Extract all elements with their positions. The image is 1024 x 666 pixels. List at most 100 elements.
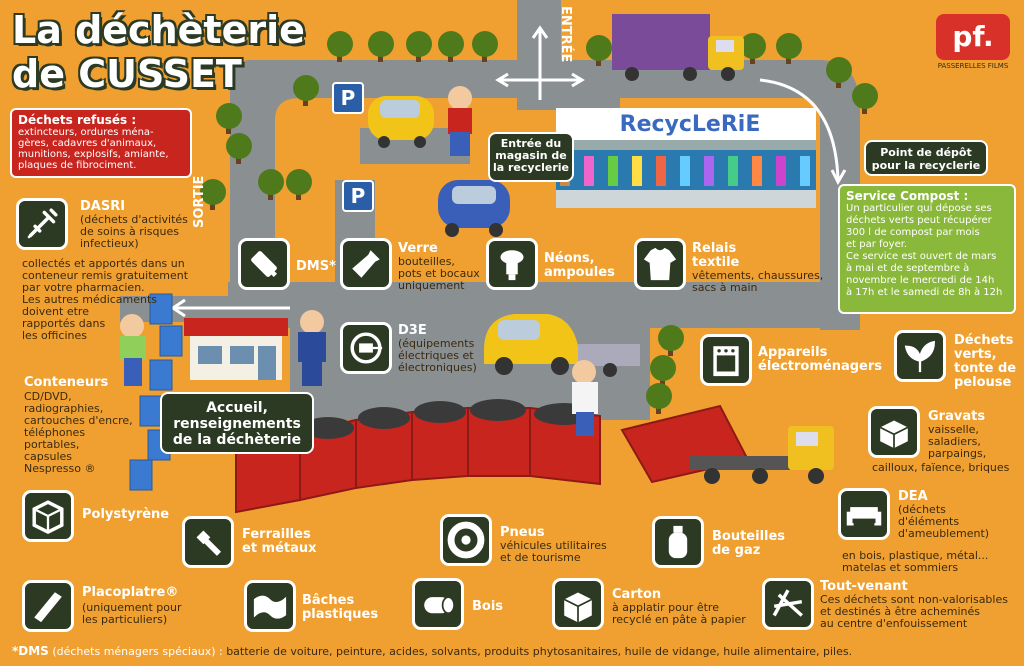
leaf-icon bbox=[894, 330, 946, 382]
accueil-line: renseignements bbox=[173, 416, 301, 432]
refused-line: extincteurs, ordures ména- bbox=[18, 127, 154, 138]
log-icon bbox=[412, 578, 464, 630]
d3e-sub: électroniques) bbox=[398, 361, 477, 374]
bottle-icon bbox=[340, 238, 392, 290]
gravats-sub: vaisselle, bbox=[928, 423, 979, 436]
compost-line: à 17h et le samedi de 8h à 12h bbox=[846, 287, 1003, 298]
sofa-icon bbox=[838, 488, 890, 540]
placoplatre-label: Placoplatre® bbox=[82, 585, 179, 600]
recyclerie-entry-box: Entrée du magasin de la recyclerie bbox=[488, 132, 574, 182]
dasri-note: rapportés dans bbox=[22, 317, 106, 330]
dropoff-line: Point de dépôt bbox=[880, 146, 972, 159]
tarp-icon bbox=[244, 580, 296, 632]
dasri-title: DASRI bbox=[80, 199, 126, 214]
conteneurs-sub: capsules bbox=[24, 450, 73, 463]
dropoff-box: Point de dépôt pour la recyclerie bbox=[864, 140, 988, 176]
dasri-sub: de soins à risques bbox=[80, 225, 179, 238]
dasri-sub: (déchets d'activités bbox=[80, 213, 188, 226]
dropoff-line: pour la recyclerie bbox=[871, 159, 981, 172]
accueil-line: Accueil, bbox=[206, 400, 268, 416]
car-with-trailer-illustration bbox=[484, 314, 640, 377]
appareils-label: Appareils bbox=[758, 345, 828, 360]
verre-sub: pots et bocaux bbox=[398, 267, 480, 280]
bricks-icon bbox=[868, 406, 920, 458]
trees bbox=[200, 31, 878, 414]
car-illustration bbox=[438, 180, 510, 237]
refused-waste-panel: Déchets refusés : extincteurs, ordures m… bbox=[10, 108, 192, 178]
dea-sub: d'éléments bbox=[898, 515, 960, 528]
pneus-sub: et de tourisme bbox=[500, 551, 581, 564]
entree-label: ENTRÉE bbox=[558, 6, 573, 63]
toutvenant-label: Tout-venant bbox=[820, 579, 908, 594]
textile-label: Relais bbox=[692, 241, 737, 256]
page-subtitle: de CUSSET bbox=[12, 52, 242, 96]
dea-sub: d'ameublement) bbox=[898, 527, 990, 540]
dasri-note: collectés et apportés dans un bbox=[22, 257, 185, 270]
sortie-label: SORTIE bbox=[192, 175, 207, 228]
footnote-text: batterie de voiture, peinture, acides, s… bbox=[226, 645, 853, 658]
conteneurs-sub: portables, bbox=[24, 438, 80, 451]
conteneurs-label: Conteneurs bbox=[24, 375, 109, 390]
refused-line: plaques de fibrociment. bbox=[18, 160, 137, 171]
dasri-note: Les autres médicaments bbox=[22, 293, 158, 306]
footnote-paren: (déchets ménagers spéciaux) : bbox=[52, 645, 223, 658]
truck-illustration bbox=[612, 14, 744, 81]
dasri-note: conteneur remis gratuitement bbox=[22, 269, 189, 282]
recyclerie-sign: RecycLeRiE bbox=[619, 112, 761, 137]
recyclerie-building bbox=[556, 108, 816, 208]
tire-icon bbox=[440, 514, 492, 566]
compost-line: novembre le mercredi de 14h bbox=[846, 275, 995, 286]
placoplatre-sub: les particuliers) bbox=[82, 613, 168, 626]
toutvenant-sub: Ces déchets sont non-valorisables bbox=[820, 593, 1008, 606]
d3e-label: D3E bbox=[398, 323, 427, 338]
logo-badge: pf. bbox=[936, 14, 1010, 60]
gaz-label: de gaz bbox=[712, 543, 761, 558]
compost-heading: Service Compost : bbox=[846, 189, 969, 203]
refused-line: munitions, explosifs, amiante, bbox=[18, 149, 169, 160]
logo-caption: PASSERELLES FILMS bbox=[937, 62, 1009, 70]
verre-label: Verre bbox=[398, 241, 438, 256]
dms-label: DMS* bbox=[296, 259, 336, 274]
syringe-icon bbox=[16, 198, 68, 250]
neons-label: ampoules bbox=[544, 265, 615, 280]
footnote: *DMS (déchets ménagers spéciaux) : batte… bbox=[12, 644, 1012, 659]
accueil-line: de la déchèterie bbox=[172, 432, 302, 448]
refused-line: gères, cadavres d'animaux, bbox=[18, 138, 157, 149]
pneus-sub: véhicules utilitaires bbox=[500, 539, 607, 552]
textile-sub: sacs à main bbox=[692, 281, 758, 294]
bois-label: Bois bbox=[472, 599, 504, 614]
gravats-label: Gravats bbox=[928, 409, 986, 424]
carton-sub: recyclé en pâte à papier bbox=[612, 613, 746, 626]
page-title: La déchèterie bbox=[12, 8, 305, 52]
gravats-sub: cailloux, faïence, briques bbox=[872, 461, 1010, 474]
plug-icon bbox=[340, 322, 392, 374]
compost-line: déchets verts peut récupérer bbox=[846, 215, 992, 226]
baches-label: Bâches bbox=[302, 593, 355, 608]
compost-line: et par foyer. bbox=[846, 239, 908, 250]
textile-label: textile bbox=[692, 255, 740, 270]
dea-sub: matelas et sommiers bbox=[842, 561, 959, 574]
dasri-note: doivent etre bbox=[22, 305, 89, 318]
gas-bottle-icon bbox=[652, 516, 704, 568]
gaz-label: Bouteilles bbox=[712, 529, 786, 544]
parking-sign: P bbox=[332, 82, 364, 114]
verre-sub: uniquement bbox=[398, 279, 465, 292]
polystyrene-label: Polystyrène bbox=[82, 507, 170, 522]
dea-sub: en bois, plastique, métal... bbox=[842, 549, 989, 562]
conteneurs-sub: cartouches d'encre, bbox=[24, 414, 133, 427]
people-illustration bbox=[120, 86, 598, 436]
dasri-sub: infectieux) bbox=[80, 237, 139, 250]
car-illustration bbox=[368, 96, 434, 148]
pneus-label: Pneus bbox=[500, 525, 545, 540]
conteneurs-sub: CD/DVD, bbox=[24, 390, 72, 403]
skip-truck-illustration bbox=[620, 404, 834, 484]
toutvenant-sub: et destinés à être acheminés bbox=[820, 605, 981, 618]
gravats-sub: parpaings, bbox=[928, 447, 987, 460]
verts-label: Déchets bbox=[954, 333, 1014, 348]
bolt-icon bbox=[182, 516, 234, 568]
dasri-note: par votre pharmacien. bbox=[22, 281, 145, 294]
conteneurs-sub: téléphones bbox=[24, 426, 86, 439]
toutvenant-sub: au centre d'enfouissement bbox=[820, 617, 968, 630]
carton-sub: à applatir pour être bbox=[612, 601, 719, 614]
